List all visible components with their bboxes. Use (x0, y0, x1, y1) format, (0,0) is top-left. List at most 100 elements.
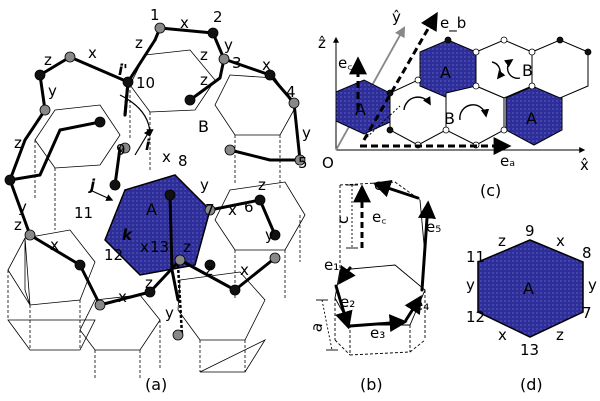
site-node (218, 53, 230, 65)
panel-c: ẑ ŷ x̂ O eₐ e_b e꜀ A B A B A (c) (318, 8, 592, 200)
site-node (94, 116, 106, 128)
site-node (109, 179, 121, 191)
bond-label: z (44, 51, 52, 69)
caption-b: (b) (360, 375, 383, 394)
bond-label: y (200, 176, 209, 194)
vector-label-ea: eₐ (500, 152, 515, 170)
edge-label-e5: e₅ (426, 218, 441, 236)
site-node (294, 154, 306, 166)
bond-label: z (14, 216, 22, 234)
caption-d: (d) (520, 375, 543, 394)
site-node (229, 284, 241, 296)
bond-label: x (88, 44, 97, 62)
panel-b-edges (334, 180, 436, 333)
caption-a: (a) (145, 375, 167, 394)
panel-a-site-labels: 1 2 3 4 5 6 7 8 9 10 11 12 13 (74, 6, 308, 264)
site-node (269, 252, 281, 264)
vector-dotted-1 (363, 105, 401, 141)
arrow-i (134, 128, 151, 156)
vertex-label-7: 7 (582, 304, 592, 322)
edge-label-e2: e₂ (340, 293, 355, 311)
site-node (184, 94, 196, 106)
site-label-12: 12 (104, 246, 123, 264)
bond-label: y (302, 124, 311, 142)
bond-label: z (183, 238, 191, 256)
site-node (119, 142, 131, 154)
panel-d-bond-labels: x y z x y z (466, 232, 597, 344)
edge-label-e6: e₆ (374, 176, 389, 194)
origin-label: O (322, 154, 334, 172)
bond-label: z (145, 274, 153, 292)
label-i-prime: i' (118, 61, 128, 79)
axis-label-z: ẑ (318, 34, 326, 52)
hex-label-b-right: B (522, 61, 533, 80)
bond-label: z (200, 71, 208, 89)
site-label-10: 10 (136, 74, 155, 92)
hex-outline-top-right (531, 39, 589, 99)
site-node (39, 104, 51, 116)
bond-label: z (200, 46, 208, 64)
bond-label: x (140, 238, 149, 256)
hex-label-a-left: A (355, 100, 366, 119)
site-node (207, 27, 219, 39)
vertex-label-12: 12 (466, 308, 485, 326)
bond-label: z (14, 134, 22, 152)
site-label-11: 11 (74, 204, 93, 222)
site-node (288, 97, 300, 109)
plaquette-label-a: A (146, 200, 157, 219)
site-label-4: 4 (286, 83, 296, 101)
site-node (264, 69, 276, 81)
bond-label: x (240, 261, 249, 279)
panel-b-labels: e₆ e꜀ e₅ e₁ e₂ e₃ e₄ c a (307, 176, 441, 342)
bond-label: z (135, 34, 143, 52)
panel-a: 1 2 3 4 5 6 7 8 9 10 11 12 13 x y z z x … (4, 6, 311, 394)
vertex-label-13: 13 (520, 341, 539, 359)
axis-label-x: x̂ (580, 156, 589, 174)
site-node (24, 229, 36, 241)
bond-label-top-right: x (556, 232, 565, 250)
site-label-5: 5 (298, 154, 308, 172)
edge-e5 (418, 200, 436, 292)
bond-label: x (180, 14, 189, 32)
label-i: i (145, 136, 151, 154)
bond-label-left: y (466, 276, 475, 294)
vector-label-ec: e꜀ (338, 54, 352, 72)
panel-a-sites (4, 22, 306, 341)
bond-label: x (228, 201, 237, 219)
bond-label: y (265, 226, 274, 244)
bond-label-bottom-left: x (498, 326, 507, 344)
panel-c-circulations (403, 59, 521, 121)
edge-e3 (348, 314, 408, 333)
edge-e2 (334, 284, 353, 330)
panel-b: e₆ e꜀ e₅ e₁ e₂ e₃ e₄ c a (b) (307, 176, 441, 394)
vertex-label-9: 9 (525, 222, 535, 240)
site-node (174, 254, 186, 266)
edge-label-e4: e₄ (414, 296, 429, 314)
panel-d-vertex-labels: 9 8 7 13 12 11 (466, 222, 592, 359)
bond-label: x (50, 236, 59, 254)
hexagon-center-label: A (523, 279, 534, 298)
arrow-j (89, 189, 114, 201)
bond-label: z (205, 261, 213, 279)
site-label-2: 2 (213, 8, 223, 26)
site-node (164, 189, 176, 201)
hex-label-a-right: A (526, 109, 537, 128)
hex-label-a-top: A (440, 63, 451, 82)
panel-a-dashed-bond (176, 264, 184, 336)
vector-eb (362, 11, 438, 141)
site-label-1: 1 (150, 6, 160, 24)
site-node (74, 259, 86, 271)
site-node (224, 144, 236, 156)
site-node (64, 51, 76, 63)
edge-label-e1: e₁ (324, 256, 339, 274)
bond-label-right: y (588, 276, 597, 294)
hex-label-b-left: B (444, 109, 455, 128)
vertex-label-11: 11 (466, 248, 485, 266)
bond-label: y (165, 304, 174, 322)
edge-e1 (337, 265, 356, 285)
dim-label-a: a (307, 321, 326, 333)
plaquette-a-shaded (104, 174, 211, 276)
caption-c: (c) (480, 181, 501, 200)
site-node (204, 204, 216, 216)
